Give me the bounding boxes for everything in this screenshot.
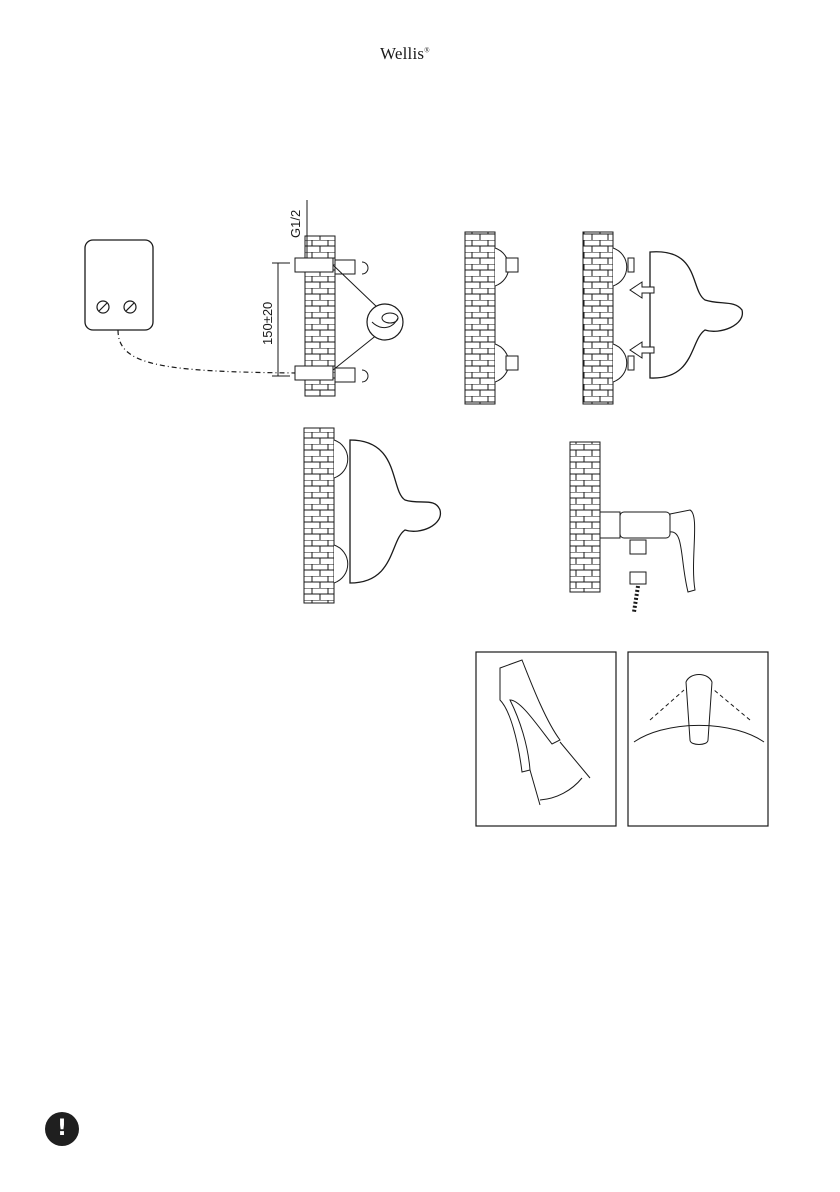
- step4-mounted-body: [304, 428, 440, 603]
- operation-lift-box: [476, 652, 616, 826]
- step2-wall-eccentrics: [465, 232, 518, 404]
- step1-wall-pipes: G1/2 150±20: [260, 200, 403, 396]
- step3-mount-body: [583, 232, 742, 404]
- spacing-label: 150±20: [260, 302, 275, 345]
- exclamation-icon: !: [45, 1112, 79, 1146]
- operation-rotate-box: [628, 652, 768, 826]
- step5-side-view: [570, 442, 695, 612]
- thread-size-label: G1/2: [288, 210, 303, 238]
